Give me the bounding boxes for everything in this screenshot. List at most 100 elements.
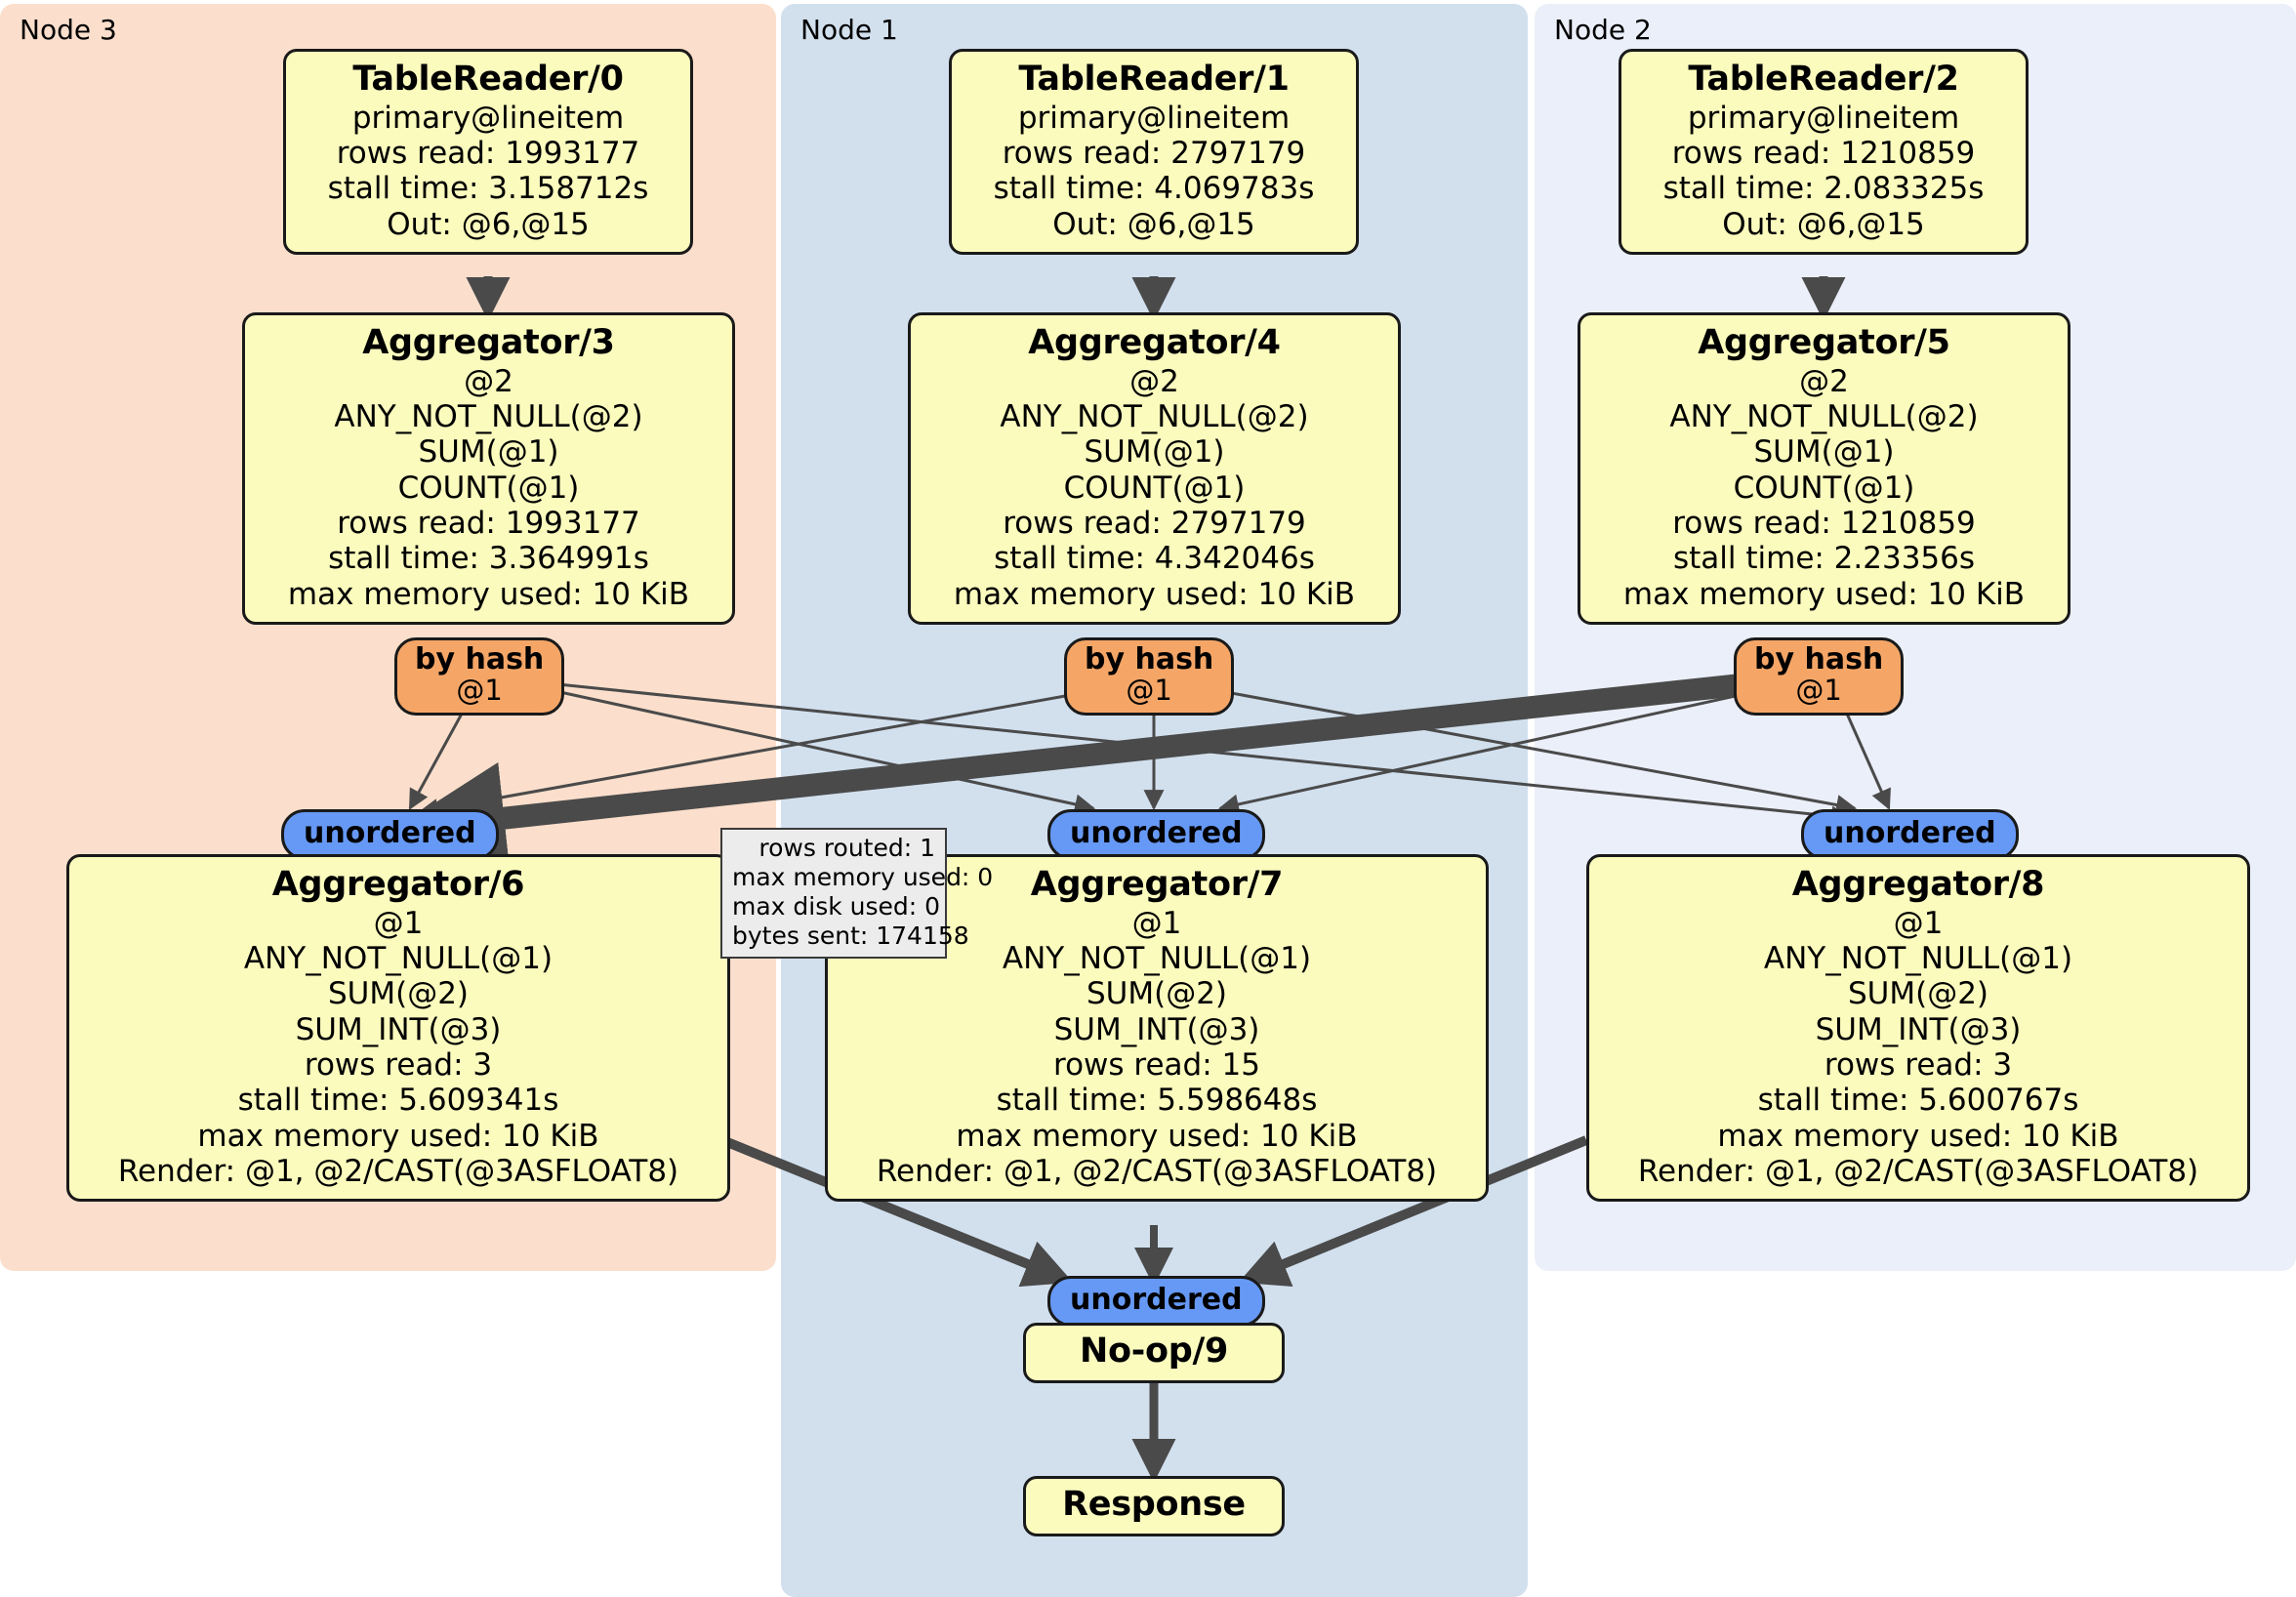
processor-line: @1 xyxy=(1131,905,1182,941)
processor-line: Out: @6,@15 xyxy=(1722,206,1925,242)
processor-noop-9[interactable]: No-op/9 xyxy=(1023,1323,1285,1383)
processor-aggregator-4[interactable]: Aggregator/4 @2 ANY_NOT_NULL(@2) SUM(@1)… xyxy=(908,312,1401,625)
processor-line: ANY_NOT_NULL(@1) xyxy=(243,941,554,977)
processor-line: rows read: 15 xyxy=(1053,1047,1260,1083)
processor-line: SUM(@2) xyxy=(327,976,470,1012)
stream-stats-tooltip: rows routed: 1 max memory used: 0 max di… xyxy=(720,828,994,959)
processor-line: rows read: 1993177 xyxy=(337,506,640,541)
processor-line: rows read: 2797179 xyxy=(1003,506,1306,541)
processor-line: max memory used: 10 KiB xyxy=(956,1118,1358,1154)
processor-tablereader-2[interactable]: TableReader/2 primary@lineitem rows read… xyxy=(1619,49,2029,255)
stream-unordered-merge[interactable]: unordered xyxy=(1047,1276,1265,1327)
processor-line: ANY_NOT_NULL(@1) xyxy=(1002,941,1312,977)
processor-line: stall time: 3.158712s xyxy=(327,171,649,207)
processor-tablereader-0[interactable]: TableReader/0 primary@lineitem rows read… xyxy=(283,49,693,255)
router-by-hash-1[interactable]: by hash @1 xyxy=(1064,637,1235,716)
router-by-hash-2[interactable]: by hash @1 xyxy=(1734,637,1905,716)
processor-line: rows read: 1210859 xyxy=(1671,136,1976,172)
processor-title: TableReader/0 xyxy=(352,60,624,99)
processor-line: primary@lineitem xyxy=(1017,100,1291,136)
cluster-label-node-1: Node 1 xyxy=(800,14,898,46)
processor-line: @1 xyxy=(1893,905,1944,941)
processor-title: TableReader/2 xyxy=(1688,60,1959,99)
processor-line: ANY_NOT_NULL(@2) xyxy=(334,399,643,435)
processor-line: Render: @1, @2/CAST(@3ASFLOAT8) xyxy=(876,1153,1438,1189)
processor-line: COUNT(@1) xyxy=(1063,470,1246,506)
processor-line: @2 xyxy=(1799,363,1849,399)
processor-title: Response xyxy=(1062,1485,1246,1524)
stats-line: rows routed: 1 xyxy=(758,834,935,862)
processor-line: stall time: 4.069783s xyxy=(993,171,1315,207)
processor-line: SUM_INT(@3) xyxy=(1815,1011,2022,1047)
processor-line: max memory used: 10 KiB xyxy=(1622,576,2026,612)
cluster-label-node-3: Node 3 xyxy=(20,14,117,46)
processor-line: SUM(@1) xyxy=(1753,434,1895,471)
processor-title: Aggregator/7 xyxy=(1030,865,1284,904)
processor-line: rows read: 3 xyxy=(304,1047,493,1083)
processor-line: rows read: 1993177 xyxy=(336,136,640,172)
processor-line: COUNT(@1) xyxy=(1733,470,1915,506)
processor-line: max memory used: 10 KiB xyxy=(197,1118,599,1154)
processor-line: stall time: 5.598648s xyxy=(996,1083,1318,1119)
processor-aggregator-8[interactable]: Aggregator/8 @1 ANY_NOT_NULL(@1) SUM(@2)… xyxy=(1586,854,2250,1203)
stats-line: max disk used: 0 xyxy=(732,892,941,921)
processor-line: Render: @1, @2/CAST(@3ASFLOAT8) xyxy=(117,1153,679,1189)
processor-line: Out: @6,@15 xyxy=(1052,206,1255,242)
processor-line: Out: @6,@15 xyxy=(387,206,590,242)
router-by-hash-0[interactable]: by hash @1 xyxy=(394,637,565,716)
router-sublabel: @1 xyxy=(456,674,503,707)
processor-line: rows read: 2797179 xyxy=(1002,136,1306,172)
processor-line: max memory used: 10 KiB xyxy=(953,576,1356,612)
processor-line: SUM(@1) xyxy=(1084,434,1225,471)
processor-response[interactable]: Response xyxy=(1023,1476,1285,1536)
processor-aggregator-5[interactable]: Aggregator/5 @2 ANY_NOT_NULL(@2) SUM(@1)… xyxy=(1578,312,2070,625)
processor-line: ANY_NOT_NULL(@2) xyxy=(1000,399,1309,435)
processor-line: Render: @1, @2/CAST(@3ASFLOAT8) xyxy=(1637,1153,2199,1189)
stats-line: bytes sent: 174158 xyxy=(732,921,969,950)
cluster-label-node-2: Node 2 xyxy=(1554,14,1652,46)
processor-line: stall time: 5.609341s xyxy=(237,1083,559,1119)
stream-unordered-1[interactable]: unordered xyxy=(1047,809,1265,860)
router-sublabel: @1 xyxy=(1795,674,1842,707)
processor-line: stall time: 4.342046s xyxy=(994,541,1315,577)
processor-title: Aggregator/3 xyxy=(362,323,615,362)
processor-line: SUM(@2) xyxy=(1847,976,1989,1012)
processor-aggregator-6[interactable]: Aggregator/6 @1 ANY_NOT_NULL(@1) SUM(@2)… xyxy=(66,854,730,1203)
processor-title: Aggregator/5 xyxy=(1698,323,1950,362)
processor-line: primary@lineitem xyxy=(351,100,625,136)
processor-line: COUNT(@1) xyxy=(397,470,580,506)
processor-aggregator-7[interactable]: Aggregator/7 @1 ANY_NOT_NULL(@1) SUM(@2)… xyxy=(825,854,1489,1203)
processor-line: @1 xyxy=(373,905,424,941)
processor-line: stall time: 2.083325s xyxy=(1662,171,1985,207)
processor-title: No-op/9 xyxy=(1080,1331,1228,1371)
processor-line: @2 xyxy=(1129,363,1179,399)
router-label: by hash xyxy=(1754,642,1884,676)
processor-line: SUM_INT(@3) xyxy=(1053,1011,1260,1047)
stats-line: max memory used: 0 xyxy=(732,863,994,891)
processor-line: ANY_NOT_NULL(@1) xyxy=(1763,941,2073,977)
processor-line: SUM_INT(@3) xyxy=(295,1011,502,1047)
stream-unordered-0[interactable]: unordered xyxy=(281,809,499,860)
processor-line: ANY_NOT_NULL(@2) xyxy=(1669,399,1979,435)
processor-title: Aggregator/8 xyxy=(1791,865,2045,904)
processor-title: Aggregator/6 xyxy=(271,865,525,904)
router-label: by hash xyxy=(415,642,545,676)
processor-aggregator-3[interactable]: Aggregator/3 @2 ANY_NOT_NULL(@2) SUM(@1)… xyxy=(242,312,735,625)
router-label: by hash xyxy=(1085,642,1214,676)
processor-line: stall time: 5.600767s xyxy=(1757,1083,2079,1119)
processor-line: stall time: 2.23356s xyxy=(1672,541,1976,577)
processor-line: SUM(@2) xyxy=(1086,976,1228,1012)
processor-line: max memory used: 10 KiB xyxy=(1717,1118,2119,1154)
processor-tablereader-1[interactable]: TableReader/1 primary@lineitem rows read… xyxy=(949,49,1359,255)
processor-line: rows read: 3 xyxy=(1824,1047,2013,1083)
router-sublabel: @1 xyxy=(1126,674,1172,707)
processor-line: SUM(@1) xyxy=(418,434,559,471)
processor-line: max memory used: 10 KiB xyxy=(287,576,690,612)
processor-line: rows read: 1210859 xyxy=(1672,506,1976,541)
processor-line: primary@lineitem xyxy=(1687,100,1960,136)
processor-line: @2 xyxy=(464,363,513,399)
processor-title: Aggregator/4 xyxy=(1028,323,1281,362)
stream-unordered-2[interactable]: unordered xyxy=(1801,809,2019,860)
processor-line: stall time: 3.364991s xyxy=(328,541,649,577)
